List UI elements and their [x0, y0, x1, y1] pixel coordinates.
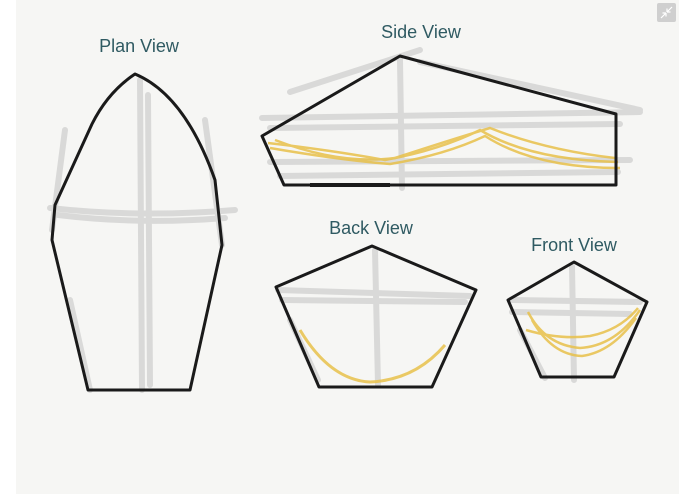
plan-view-label: Plan View	[99, 36, 179, 56]
collapse-button[interactable]	[657, 3, 676, 22]
front-view-sketch	[506, 260, 649, 383]
front-view-label: Front View	[531, 235, 617, 255]
drawing-canvas[interactable]	[16, 0, 679, 494]
back-view-label: Back View	[329, 218, 413, 238]
side-view-label: Side View	[381, 22, 461, 42]
side-view-sketch	[259, 47, 643, 191]
plan-view-sketch	[47, 72, 238, 393]
collapse-arrows-icon	[660, 6, 673, 19]
back-view-sketch	[274, 244, 478, 389]
